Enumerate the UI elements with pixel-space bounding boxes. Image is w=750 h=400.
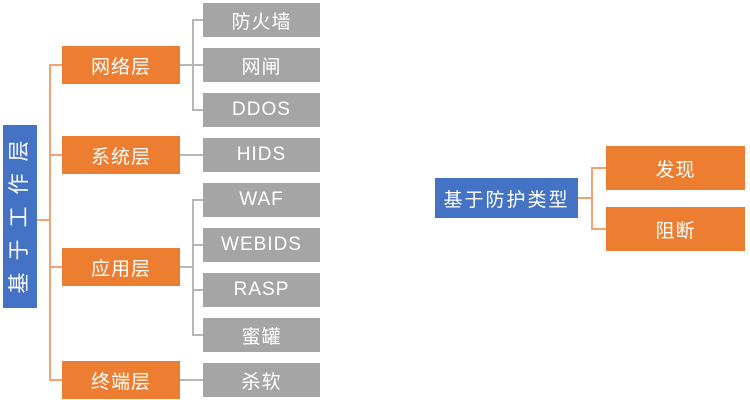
connector-leaf-honeypot: [192, 334, 203, 336]
connector-branch-block: [591, 228, 606, 230]
leaf-node-honeypot: 蜜罐: [203, 318, 320, 352]
left-root-label: 基于工作层: [8, 128, 31, 293]
leaf-node-gatekeeper: 网闸: [203, 48, 320, 82]
connector-right-root-horizontal: [578, 197, 592, 199]
leaf-node-ddos: DDOS: [203, 93, 320, 127]
right-root-node: 基于防护类型: [435, 178, 578, 218]
branch-node-detect: 发现: [606, 146, 745, 190]
connector-application-vertical: [192, 199, 194, 336]
branch-node-endpoint: 终端层: [62, 361, 180, 399]
connector-branch-application: [49, 266, 62, 268]
left-root-node: 基于工作层: [3, 125, 37, 308]
branch-node-network: 网络层: [62, 46, 180, 84]
connector-branch-network: [49, 64, 62, 66]
connector-leaf-webids: [192, 244, 203, 246]
connector-branch-detect: [591, 167, 606, 169]
leaf-node-rasp: RASP: [203, 273, 320, 307]
connector-branch-system: [49, 154, 62, 156]
connector-leaf-rasp: [192, 289, 203, 291]
leaf-node-hids: HIDS: [203, 138, 320, 172]
connector-application-out: [180, 266, 192, 268]
leaf-node-webids: WEBIDS: [203, 228, 320, 262]
connector-left-trunk-vertical: [49, 64, 51, 381]
connector-left-root-horizontal: [37, 219, 51, 221]
branch-node-system: 系统层: [62, 136, 180, 174]
leaf-node-waf: WAF: [203, 183, 320, 217]
leaf-node-firewall: 防火墙: [203, 3, 320, 37]
connector-network-out: [180, 64, 192, 66]
connector-branch-endpoint: [49, 379, 62, 381]
connector-leaf-hids: [180, 154, 203, 156]
connector-leaf-gatekeeper: [192, 64, 203, 66]
connector-leaf-firewall: [192, 19, 203, 21]
connector-leaf-waf: [192, 199, 203, 201]
branch-node-block: 阻断: [606, 207, 745, 251]
connector-leaf-antivirus: [180, 379, 203, 381]
leaf-node-antivirus: 杀软: [203, 363, 320, 397]
branch-node-application: 应用层: [62, 248, 180, 286]
connector-leaf-ddos: [192, 109, 203, 111]
connector-right-trunk-vertical: [591, 167, 593, 230]
